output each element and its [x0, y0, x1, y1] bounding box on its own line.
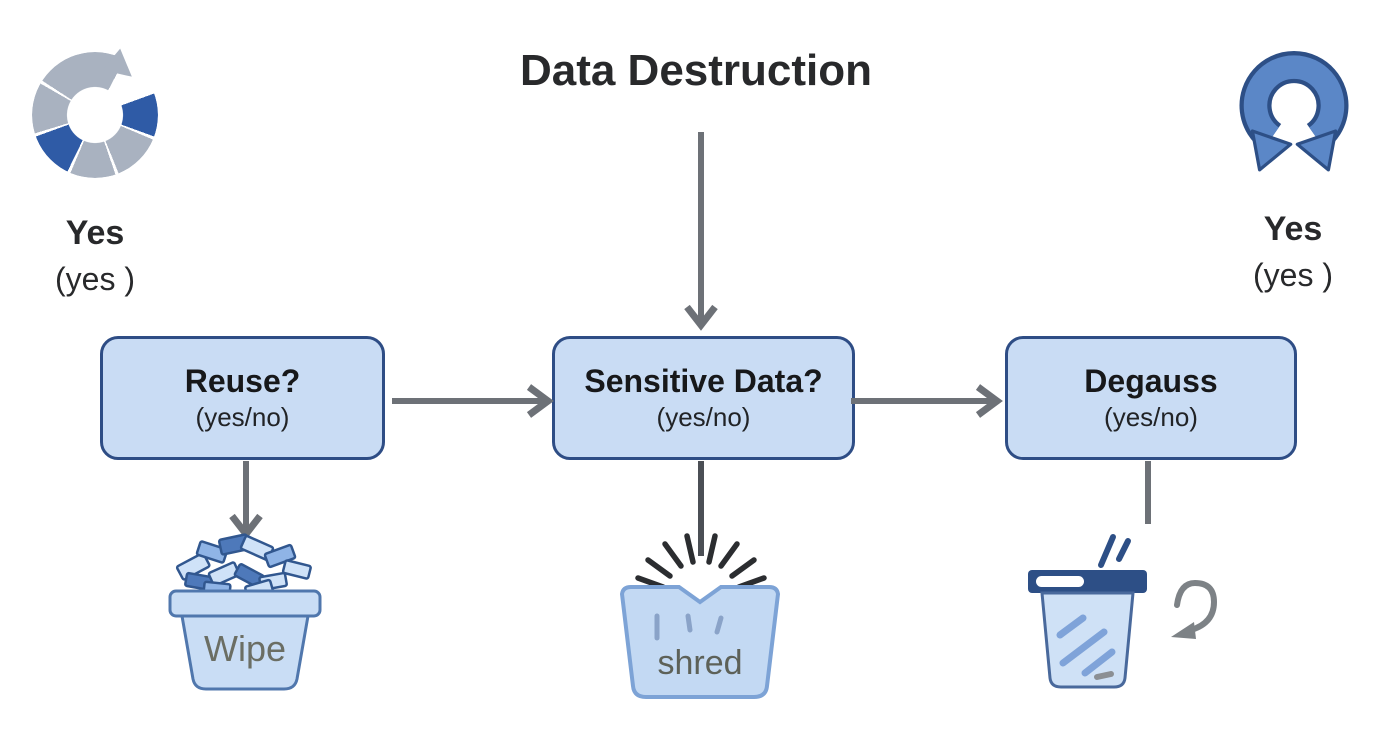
page-title: Data Destruction	[519, 46, 873, 95]
arrow-reuse-to-sensitive	[392, 384, 554, 418]
motion-slashes	[1098, 534, 1131, 568]
wipe-bin-icon: Wipe	[168, 533, 322, 691]
node-sensitive-data: Sensitive Data? (yes/no)	[552, 336, 855, 460]
legend-left: Yes (yes )	[25, 48, 165, 298]
bin-marks	[654, 613, 724, 641]
shred-label: shred	[657, 644, 742, 682]
node-reuse-label: Reuse?	[184, 362, 301, 399]
shred-bin-icon: shred	[619, 533, 781, 699]
node-sensitive-data-sublabel: (yes/no)	[656, 402, 751, 433]
can-lid	[1028, 570, 1147, 593]
arrow-title-to-sensitive	[684, 132, 718, 331]
u-turn-arrows-icon	[1239, 51, 1349, 172]
can-dash	[1094, 671, 1114, 680]
node-degauss-label: Degauss	[1084, 362, 1218, 399]
node-reuse: Reuse? (yes/no)	[100, 336, 385, 460]
shredded-paper	[175, 533, 312, 600]
trash-can-icon	[1028, 534, 1218, 689]
legend-right-sublabel: (yes )	[1253, 257, 1333, 293]
node-degauss-sublabel: (yes/no)	[1104, 402, 1198, 433]
can-stripes	[1056, 614, 1116, 677]
arrow-sensitive-to-degauss	[851, 384, 1003, 418]
node-degauss: Degauss (yes/no)	[1005, 336, 1297, 460]
legend-right: Yes (yes )	[1223, 50, 1363, 294]
bin-body	[619, 585, 781, 699]
node-sensitive-data-label: Sensitive Data?	[584, 362, 823, 399]
segmented-cycle-icon	[32, 48, 158, 178]
wipe-label: Wipe	[204, 628, 286, 669]
legend-left-label: Yes	[65, 214, 125, 252]
bin-rim	[168, 589, 322, 618]
legend-left-sublabel: (yes )	[55, 261, 135, 297]
segmented-ring	[32, 52, 158, 178]
recycle-hook-arrow-icon	[1171, 579, 1218, 639]
lid-slot	[1036, 576, 1084, 587]
node-reuse-sublabel: (yes/no)	[195, 402, 290, 433]
bin-body	[180, 614, 310, 691]
legend-right-label: Yes	[1263, 210, 1323, 248]
burst-lines	[635, 533, 767, 590]
arrow-reuse-to-wipe	[229, 461, 263, 540]
